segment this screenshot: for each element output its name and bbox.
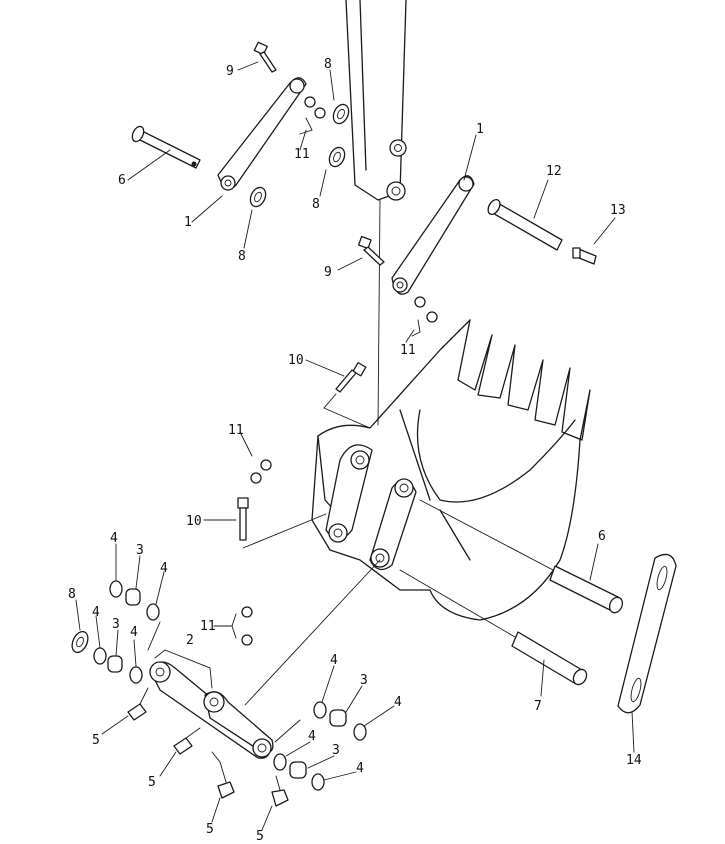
callout-3: 3 <box>332 743 340 758</box>
callout-2: 2 <box>186 633 194 648</box>
callout-10: 10 <box>186 514 202 529</box>
callout-4: 4 <box>308 729 316 744</box>
callout-6: 6 <box>118 173 126 188</box>
callout-5: 5 <box>148 775 156 790</box>
callout-1: 1 <box>184 215 192 230</box>
pin-6-bucket <box>419 499 624 614</box>
callout-11: 11 <box>200 619 216 634</box>
callout-5: 5 <box>206 822 214 837</box>
callout-8: 8 <box>324 57 332 72</box>
pin-6-upper <box>131 125 201 169</box>
callout-5: 5 <box>256 829 264 844</box>
callout-4: 4 <box>110 531 118 546</box>
bushings-and-seals <box>93 580 367 791</box>
callout-10: 10 <box>288 353 304 368</box>
callout-8: 8 <box>238 249 246 264</box>
callout-12: 12 <box>546 164 562 179</box>
washers-8 <box>71 103 350 654</box>
bucket-link-plates <box>325 444 417 571</box>
pin-7 <box>399 569 588 686</box>
bolt-9-lower <box>357 235 385 266</box>
callout-8: 8 <box>68 587 76 602</box>
bolt-9-upper <box>253 41 277 73</box>
callout-4: 4 <box>394 695 402 710</box>
lower-link-2 <box>149 559 381 759</box>
leader-lines <box>75 61 635 831</box>
nuts-11 <box>231 96 438 646</box>
link-1-right <box>391 175 475 295</box>
callout-4: 4 <box>92 605 100 620</box>
callout-4: 4 <box>130 625 138 640</box>
callout-4: 4 <box>356 761 364 776</box>
callout-11: 11 <box>294 147 310 162</box>
callout-4: 4 <box>330 653 338 668</box>
callout-9: 9 <box>226 64 234 79</box>
pin-12 <box>487 198 563 251</box>
grease-fittings-5 <box>127 687 289 807</box>
callout-8: 8 <box>312 197 320 212</box>
callout-9: 9 <box>324 265 332 280</box>
callout-11: 11 <box>228 423 244 438</box>
callout-5: 5 <box>92 733 100 748</box>
callout-3: 3 <box>136 543 144 558</box>
callout-7: 7 <box>534 699 542 714</box>
bolt-13 <box>572 247 597 265</box>
callout-labels: 1 1 2 3 3 3 3 4 4 4 4 4 4 4 4 5 5 5 5 6 … <box>68 57 642 844</box>
callout-11: 11 <box>400 343 416 358</box>
callout-1: 1 <box>476 122 484 137</box>
callout-14: 14 <box>626 753 642 768</box>
link-1-left <box>217 77 307 191</box>
callout-6: 6 <box>598 529 606 544</box>
callout-3: 3 <box>360 673 368 688</box>
bolt-10-upper <box>323 362 371 429</box>
callout-4: 4 <box>160 561 168 576</box>
link-plate-14 <box>617 553 677 714</box>
callout-3: 3 <box>112 617 120 632</box>
callout-13: 13 <box>610 203 626 218</box>
arm <box>345 0 407 426</box>
